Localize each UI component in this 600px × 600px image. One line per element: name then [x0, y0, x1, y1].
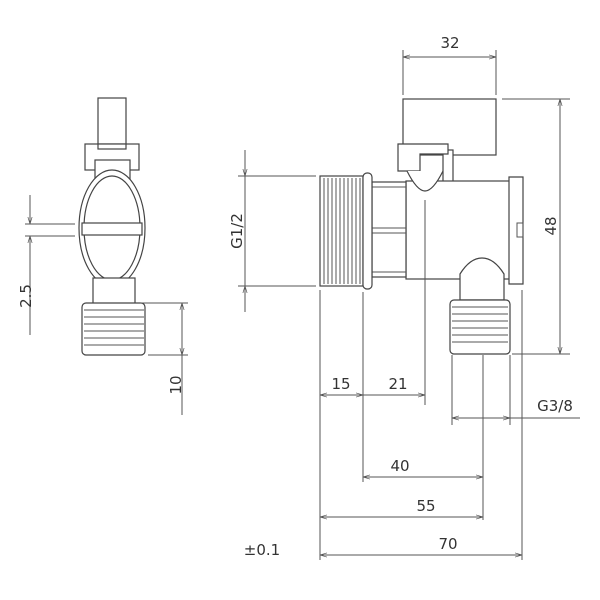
side-view: 2.5 10: [17, 97, 188, 415]
dim-21-label: 21: [388, 375, 407, 393]
inlet-thread-label: G1/2: [228, 213, 246, 249]
dim-55-label: 55: [416, 497, 435, 515]
tolerance-label: ±0.1: [244, 541, 280, 559]
slot-dimension-label: 2.5: [17, 284, 35, 308]
dim-70-label: 70: [438, 535, 457, 553]
handle-width-label: 32: [440, 34, 459, 52]
front-view: 32 48 G1/2 15 21 G3/8 40 55 70: [228, 34, 580, 560]
outlet-thread-label: G3/8: [537, 397, 573, 415]
total-height-label: 48: [542, 216, 560, 235]
dim-15-label: 15: [331, 375, 350, 393]
dim-40-label: 40: [390, 457, 409, 475]
thread-length-label: 10: [167, 375, 185, 394]
